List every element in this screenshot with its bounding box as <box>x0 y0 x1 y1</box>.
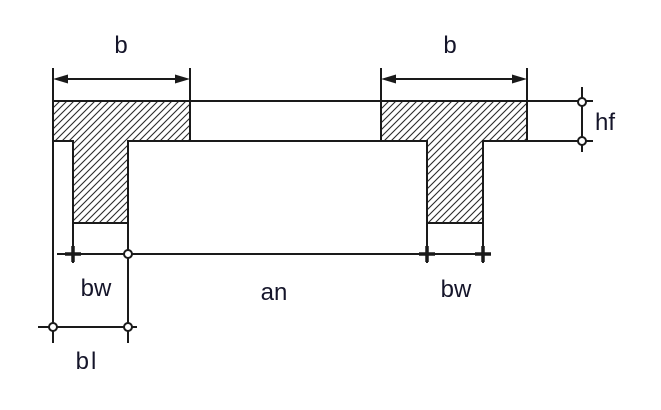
tick-circle-icon <box>577 97 587 107</box>
label-hf: hf <box>595 109 615 136</box>
dimension-hf: hf <box>577 87 615 152</box>
label-b-left: b <box>114 32 127 59</box>
left-edge-beam-section <box>52 100 191 343</box>
label-b-right: b <box>443 32 456 59</box>
label-bw-right: bw <box>441 276 472 303</box>
label-bl: bl <box>76 348 99 375</box>
tick-circle-icon <box>577 136 587 146</box>
left-beam-hatched-area <box>52 100 191 224</box>
tick-circle-icon <box>123 249 133 259</box>
dimension-b-right: b <box>381 32 527 84</box>
dimension-b-left: b <box>53 32 190 84</box>
tick-circle-icon <box>48 322 58 332</box>
label-bw-left: bw <box>81 275 112 302</box>
label-an: an <box>261 279 288 306</box>
arrowhead-right-icon <box>175 74 190 84</box>
dimension-bl: bl <box>38 322 137 375</box>
arrowhead-left-icon <box>381 74 396 84</box>
right-beam-hatched-area <box>380 100 528 224</box>
extension-lines <box>52 68 528 343</box>
dimension-bw-an-bw: bw an bw <box>57 246 491 306</box>
tick-circle-icon <box>123 322 133 332</box>
arrowhead-left-icon <box>53 74 68 84</box>
arrowhead-right-icon <box>512 74 527 84</box>
right-interior-beam-section <box>380 100 528 263</box>
